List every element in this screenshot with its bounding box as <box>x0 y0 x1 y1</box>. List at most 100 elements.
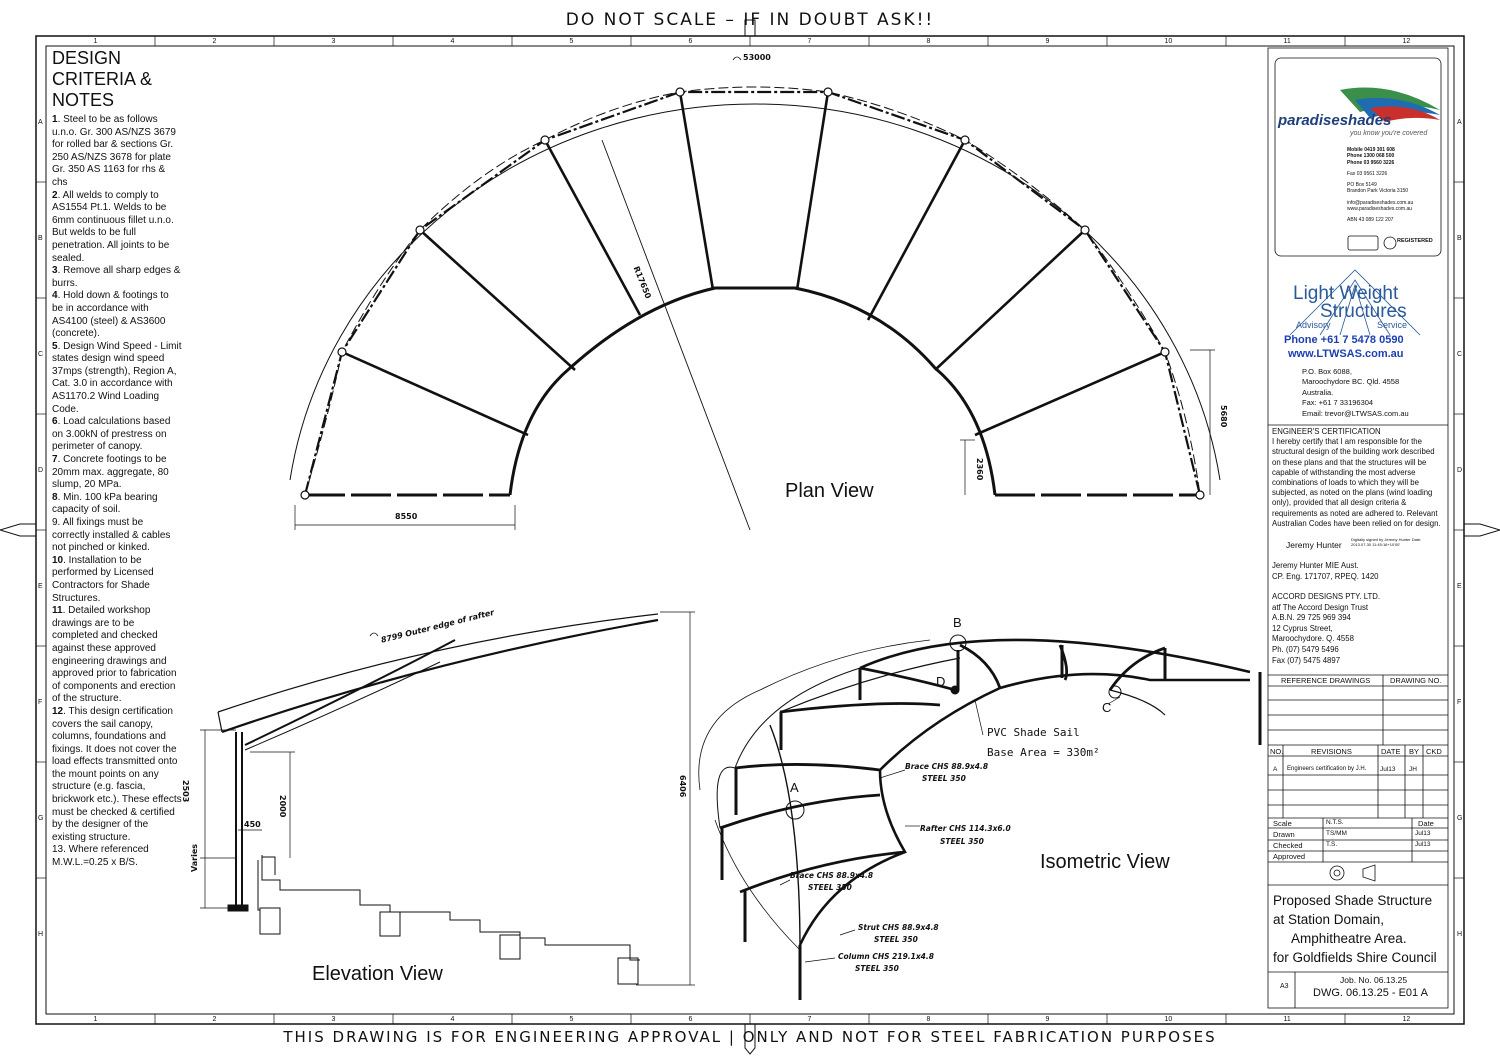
grid-column-label: 1 <box>94 38 98 45</box>
drawn-date: Jul13 <box>1415 830 1431 837</box>
brace-steel-1: STEEL 350 <box>922 774 966 783</box>
grid-column-label: 6 <box>689 1016 693 1023</box>
ltw-addr-5: Email: trevor@LTWSAS.com.au <box>1302 408 1409 418</box>
grid-column-label: 12 <box>1403 38 1411 45</box>
note-number: 6 <box>52 416 58 428</box>
checked-value: T.S. <box>1326 841 1338 848</box>
grid-column-label: 10 <box>1165 1016 1173 1023</box>
cert-co7: Fax (07) 5475 4897 <box>1272 655 1341 665</box>
grid-row-label: E <box>38 583 43 590</box>
note-number: 3 <box>52 265 58 277</box>
note-number: 2 <box>52 189 58 201</box>
project-title: Proposed Shade Structure at Station Doma… <box>1273 891 1437 967</box>
elevation-view-drawing <box>200 611 695 986</box>
cert-body: I hereby certify that I am responsible f… <box>1272 437 1441 528</box>
project-line-2: at Station Domain, <box>1273 912 1385 927</box>
cert-co6: Ph. (07) 5479 5496 <box>1272 644 1339 654</box>
ltw-addr-3: Australia. <box>1302 387 1334 397</box>
design-criteria-notes: DESIGN CRITERIA & NOTES 1. Steel to be a… <box>52 48 182 870</box>
note-item: 13. Where referenced M.W.L.=0.25 x B/S. <box>52 844 182 869</box>
note-item: 2. All welds to comply to AS1554 Pt.1. W… <box>52 190 182 266</box>
grid-column-label: 7 <box>808 1016 812 1023</box>
checked-label: Checked <box>1273 841 1303 850</box>
sheet-size: A3 <box>1280 983 1289 990</box>
note-text: . This design certification covers the s… <box>52 705 182 843</box>
drawn-value: TS/MM <box>1326 830 1347 837</box>
grid-column-label: 1 <box>94 1016 98 1023</box>
plan-arc-dim: 53000 <box>743 53 771 62</box>
registered-badge: REGISTERED <box>1397 238 1433 244</box>
grid-column-label: 5 <box>570 1016 574 1023</box>
checked-date: Jul13 <box>1415 841 1431 848</box>
note-text: 13. Where referenced M.W.L.=0.25 x B/S. <box>52 844 149 869</box>
note-text: . All welds to comply to AS1554 Pt.1. We… <box>52 189 174 264</box>
note-number: 10 <box>52 554 64 566</box>
job-number: Job. No. 06.13.25 <box>1340 975 1408 985</box>
cert-co2: atf The Accord Design Trust <box>1272 602 1369 612</box>
ltw-logo-graphic <box>1289 269 1421 336</box>
rev-ckd-header: CKD <box>1426 747 1442 756</box>
paradise-logo-graphic <box>1340 87 1440 122</box>
note-number: 1 <box>52 114 58 125</box>
title-block <box>1267 47 1449 1009</box>
grid-row-label: G <box>1457 815 1462 822</box>
rev-row-date: Jul13 <box>1380 766 1396 773</box>
paradise-web: www.paradiseshades.com.au <box>1347 206 1413 213</box>
bottom-banner: THIS DRAWING IS FOR ENGINEERING APPROVAL… <box>283 1028 1217 1046</box>
note-number: 12 <box>52 705 64 717</box>
note-item: 12. This design certification covers the… <box>52 706 182 845</box>
elev-dim-2503: 2503 <box>181 780 190 803</box>
note-text: . Concrete footings to be 20mm max. aggr… <box>52 454 169 491</box>
grid-row-label: D <box>1457 467 1462 474</box>
cert-reg: CP. Eng. 171707, RPEQ. 1420 <box>1272 571 1379 581</box>
grid-column-label: 6 <box>689 38 693 45</box>
paradise-brand: paradiseshades <box>1278 112 1392 129</box>
grid-column-label: 2 <box>213 1016 217 1023</box>
plan-view-drawing <box>289 56 1221 531</box>
ltw-web: www.LTWSAS.com.au <box>1288 348 1404 360</box>
column-label: Column CHS 219.1x4.8 <box>838 952 934 961</box>
plan-width-dim: 8550 <box>395 512 418 521</box>
cert-co4: 12 Cyprus Street, <box>1272 623 1333 633</box>
strut-steel: STEEL 350 <box>874 935 918 944</box>
grid-column-label: 11 <box>1284 1016 1291 1023</box>
paradise-tagline: you know you're covered <box>1350 130 1428 137</box>
note-item: 4. Hold down & footings to be in accorda… <box>52 290 182 340</box>
cert-engineer: Jeremy Hunter MIE Aust. CP. Eng. 171707,… <box>1272 561 1379 582</box>
grid-column-label: 5 <box>570 38 574 45</box>
grid-column-label: 9 <box>1046 38 1050 45</box>
callout-a: A <box>790 780 799 795</box>
ltw-address: P.O. Box 6088, Maroochydore BC. Qld. 455… <box>1302 367 1409 419</box>
grid-column-label: 12 <box>1403 1016 1411 1023</box>
grid-row-label: F <box>38 699 42 706</box>
note-item: 8. Min. 100 kPa bearing capacity of soil… <box>52 492 182 517</box>
note-item: 6. Load calculations based on 3.00kN of … <box>52 416 182 454</box>
rafter-label: Rafter CHS 114.3x6.0 <box>920 824 1011 833</box>
rev-no-header: NO. <box>1270 747 1284 756</box>
rev-date-header: DATE <box>1381 747 1401 756</box>
cert-name: Jeremy Hunter MIE Aust. <box>1272 561 1359 570</box>
grid-row-label: H <box>38 931 43 938</box>
note-number: 4 <box>52 290 58 302</box>
paradise-email: info@paradiseshades.com.au <box>1347 199 1414 206</box>
grid-row-label: A <box>38 119 43 126</box>
grid-column-label: 4 <box>451 38 455 45</box>
rev-row-no: A <box>1273 766 1278 773</box>
paradise-phone1: Phone 1300 068 500 <box>1347 153 1395 160</box>
rev-header: REVISIONS <box>1311 747 1352 756</box>
paradise-addr: Brandon Park Victoria 3150 <box>1347 188 1409 195</box>
cert-company: ACCORD DESIGNS PTY. LTD. atf The Accord … <box>1272 592 1380 666</box>
column-steel: STEEL 350 <box>855 964 899 973</box>
project-line-1: Proposed Shade Structure <box>1273 893 1433 908</box>
ltw-logo-service: Service <box>1377 320 1408 330</box>
note-text: . Hold down & footings to be in accordan… <box>52 290 169 340</box>
ltw-logo-advisory: Advisory <box>1296 320 1331 330</box>
grid-row-label: C <box>1457 351 1462 358</box>
paradise-contact: Mobile 0419 301 608 Phone 1300 068 500 P… <box>1347 147 1413 224</box>
note-number: 11 <box>52 605 63 617</box>
grid-column-label: 4 <box>451 1016 455 1023</box>
ltw-logo-line1: Light Weight <box>1293 283 1399 304</box>
note-text: . Min. 100 kPa bearing capacity of soil. <box>52 491 158 516</box>
cert-co3: A.B.N. 29 725 969 394 <box>1272 613 1351 623</box>
